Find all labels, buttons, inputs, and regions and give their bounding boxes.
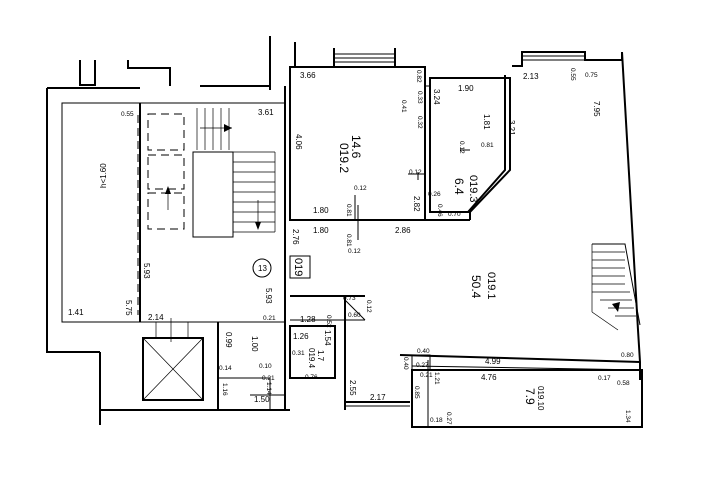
dim-label: 1.21	[433, 372, 440, 385]
stair-arrow-up	[165, 124, 261, 230]
dim-label: 1.14	[265, 382, 272, 395]
dim-label: 0.27	[416, 362, 429, 369]
lower-corridor	[217, 330, 290, 411]
dim-label: 1.50	[254, 395, 270, 404]
dim-label: 0.85	[413, 386, 420, 399]
dim-label: 0.12	[365, 300, 372, 313]
dim-label: 0.33	[416, 91, 423, 104]
dim-label: 0.81	[345, 234, 352, 247]
dim-label: 1.54	[323, 330, 332, 346]
dim-label: 5.93	[142, 263, 151, 279]
dim-label: 0.17	[598, 375, 611, 382]
dim-label: 2.14	[148, 313, 164, 322]
dim-label: 3.21	[507, 120, 516, 136]
stair-treads	[196, 108, 276, 233]
dim-label: 0.70	[448, 211, 461, 218]
dim-label: 1.41	[68, 308, 84, 317]
dim-label: 0.82	[415, 70, 422, 83]
room-019-1-walls	[290, 51, 641, 410]
lift-shaft	[142, 318, 204, 401]
room-019-4-area: 1.7	[316, 350, 325, 362]
dim-label: 0.75	[585, 72, 598, 79]
dim-label: 0.80	[621, 352, 634, 359]
dim-label: 0.12	[458, 141, 465, 154]
dim-label: 1.28	[300, 315, 316, 324]
room-019-4-walls	[289, 299, 366, 379]
dim-label: 0.32	[416, 116, 423, 129]
dim-label: 0.21	[262, 375, 275, 382]
dim-label: 3.66	[300, 71, 316, 80]
dim-label: 2.82	[412, 196, 421, 212]
dim-label: 0.41	[400, 100, 407, 113]
dim-label: 5.93	[264, 288, 273, 304]
dim-label: 0.12	[348, 248, 361, 255]
dim-label: 2.76	[291, 229, 300, 245]
dim-label: 0.52	[325, 315, 332, 328]
dim-label: 0.55	[121, 111, 134, 118]
ceiling-height-note: h<1.60	[99, 163, 108, 188]
dim-label: 5.75	[124, 300, 133, 316]
stair-code-box	[289, 255, 311, 279]
dim-label: 0.81	[345, 204, 352, 217]
dim-label: 1.90	[458, 84, 474, 93]
dim-label: 0.14	[219, 365, 232, 372]
dim-label: 0.10	[259, 363, 272, 370]
dim-label: 0.26	[428, 191, 441, 198]
room-019-10-area: 7.9	[523, 388, 537, 405]
dim-label: 3.24	[432, 89, 441, 105]
dim-label: 4.99	[485, 357, 501, 366]
dim-label: 0.46	[436, 204, 443, 217]
dim-label: 4.76	[481, 373, 497, 382]
dim-label: 2.17	[370, 393, 386, 402]
dim-label: 2.55	[348, 380, 357, 396]
dimension-labels: 3.66 4.06 1.80 0.82 0.33 0.41 0.32 0.12 …	[68, 68, 634, 425]
dim-label: 0.81	[481, 142, 494, 149]
room-019-2-code: 019.2	[337, 143, 351, 173]
room-019-3-code: 019.3	[467, 175, 479, 203]
dim-label: 1.34	[624, 410, 631, 423]
room-019-2-walls	[289, 42, 426, 240]
dim-label: 2.13	[523, 72, 539, 81]
room-019-3-area: 6.4	[452, 178, 466, 195]
room-019-1-area: 50.4	[469, 275, 483, 299]
room-019-10-walls	[411, 354, 643, 428]
stair-number: 13	[258, 264, 267, 273]
dim-label: 0.40	[417, 348, 430, 355]
dim-label: 0.76	[305, 374, 318, 381]
dim-label: 1.80	[313, 226, 329, 235]
room-019-3-walls	[425, 77, 511, 213]
dim-label: 0.60	[348, 312, 361, 319]
dim-label: 4.06	[294, 134, 303, 150]
dim-label: 0.40	[402, 357, 409, 370]
dim-label: 7.95	[592, 101, 601, 117]
dim-label: 0.31	[292, 350, 305, 357]
dim-label: 0.73	[343, 295, 356, 302]
stair-code: 019	[292, 258, 304, 276]
room-019-10-code: 019.10	[536, 386, 545, 411]
room-019-2-area: 14.6	[349, 135, 363, 159]
dim-label: 3.61	[258, 108, 274, 117]
dim-label: 0.18	[430, 417, 443, 424]
dim-label: 1.81	[482, 114, 491, 130]
dim-label: 0.58	[617, 380, 630, 387]
dim-label: 2.86	[395, 226, 411, 235]
stair-number-marker	[252, 258, 272, 278]
dim-label: 0.21	[263, 315, 276, 322]
room-019-1-code: 019.1	[485, 272, 497, 300]
dim-label: 1.26	[293, 332, 309, 341]
dim-label: 1.80	[313, 206, 329, 215]
dim-label: 0.55	[569, 68, 576, 81]
dim-label: 0.12	[354, 185, 367, 192]
dim-label: 1.00	[250, 336, 259, 352]
dim-label: 0.27	[445, 412, 452, 425]
dim-label: 0.21	[420, 372, 433, 379]
dim-label: 0.12	[409, 169, 422, 176]
dim-label: 0.99	[224, 332, 233, 348]
dim-label: 1.16	[221, 383, 228, 396]
room-019-1-stair	[591, 243, 641, 331]
room-019-4-code: 019.4	[307, 348, 316, 369]
